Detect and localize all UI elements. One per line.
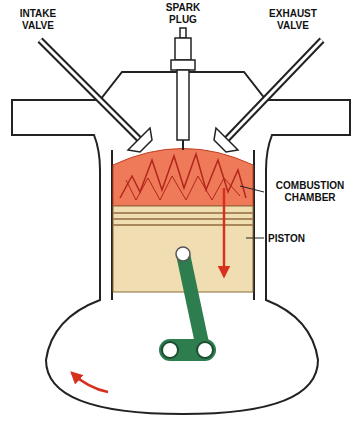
part-label: SPARK PLUG <box>161 2 205 25</box>
piston-ring <box>113 224 253 226</box>
spark-plug <box>171 28 195 150</box>
intake-valve <box>40 40 140 140</box>
exhaust-valve <box>226 40 322 140</box>
leader-line <box>240 186 264 192</box>
piston-ring <box>113 212 253 214</box>
engine-block <box>46 135 318 414</box>
leader-line <box>246 238 264 239</box>
flame <box>120 154 246 198</box>
crank-journal <box>162 342 178 358</box>
intake-valve-head <box>128 128 152 152</box>
part-label: PISTON <box>268 233 305 245</box>
part-label: INTAKE VALVE <box>12 8 64 31</box>
part-label: EXHAUST VALVE <box>262 8 324 31</box>
part-label: COMBUSTION CHAMBER <box>268 180 352 203</box>
piston-ring <box>113 218 253 220</box>
motion-arrow <box>223 188 226 276</box>
intake-valve <box>40 40 140 140</box>
connecting-rod <box>183 254 203 348</box>
exhaust-valve <box>226 40 322 140</box>
rotation-arrow <box>72 373 108 392</box>
exhaust-valve-head <box>214 128 238 152</box>
combustion-chamber <box>113 149 253 207</box>
piston-pin <box>176 247 190 261</box>
crank-pin <box>197 342 213 358</box>
